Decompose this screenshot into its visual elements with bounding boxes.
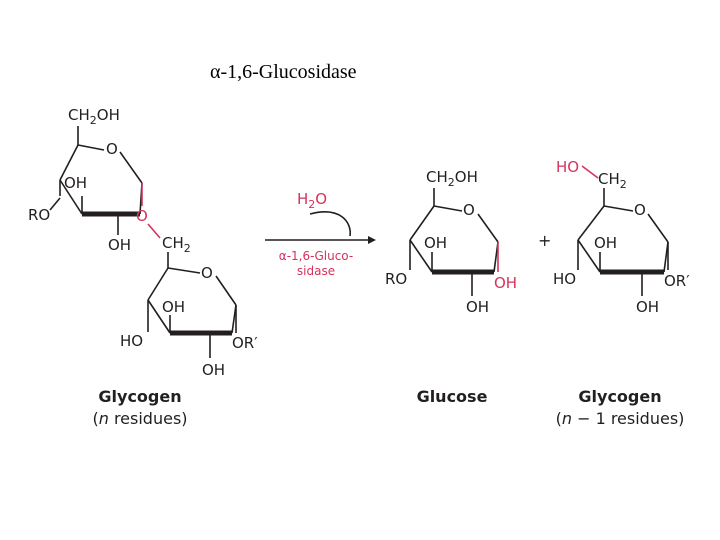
enzyme-label-line1: α-1,6-Gluco- xyxy=(279,249,353,263)
svg-text:O: O xyxy=(463,201,475,219)
title-text: -1,6-Glucosidase xyxy=(220,61,356,83)
water-reagent: H2O xyxy=(297,190,327,211)
released-ho: HO xyxy=(556,158,579,176)
svg-text:O: O xyxy=(136,207,148,225)
glycogen-left-label: Glycogen xyxy=(98,387,181,406)
glycogen-right-structure: HO CH2 O OH HO OR′ OH Glycogen (n − 1 re… xyxy=(553,158,690,428)
svg-text:CH2OH: CH2OH xyxy=(68,106,120,127)
svg-text:CH2: CH2 xyxy=(162,234,191,255)
svg-text:HO: HO xyxy=(553,270,576,288)
svg-text:CH2: CH2 xyxy=(598,170,627,191)
svg-text:CH2OH: CH2OH xyxy=(426,168,478,189)
glycogen-left-structure: CH2OH O OH RO OH O CH2 xyxy=(28,106,258,428)
page-title: α-1,6-Glucosidase xyxy=(210,61,357,83)
svg-text:OH: OH xyxy=(636,298,659,316)
plus-sign: + xyxy=(538,231,551,250)
svg-text:OH: OH xyxy=(594,234,617,252)
svg-text:OH: OH xyxy=(162,298,185,316)
glycogen-right-subtitle: (n − 1 residues) xyxy=(556,409,685,428)
glycogen-left-subtitle: (n residues) xyxy=(92,409,187,428)
title-alpha: α xyxy=(210,61,221,83)
glucose-structure: CH2OH O OH RO OH OH Glucose xyxy=(385,168,517,406)
svg-text:OR′: OR′ xyxy=(664,272,690,290)
svg-text:O: O xyxy=(634,201,646,219)
svg-text:OH: OH xyxy=(108,236,131,254)
svg-text:OH: OH xyxy=(64,174,87,192)
svg-text:HO: HO xyxy=(120,332,143,350)
svg-text:OR′: OR′ xyxy=(232,334,258,352)
svg-text:O: O xyxy=(106,140,118,158)
reaction-arrow: H2O α-1,6-Gluco- sidase xyxy=(265,190,376,278)
svg-text:RO: RO xyxy=(28,206,50,224)
svg-text:OH: OH xyxy=(424,234,447,252)
svg-text:OH: OH xyxy=(466,298,489,316)
upper-ring: CH2OH O OH RO OH O xyxy=(28,106,161,254)
svg-text:RO: RO xyxy=(385,270,407,288)
enzyme-label-line2: sidase xyxy=(297,264,335,278)
released-oh: OH xyxy=(494,274,517,292)
svg-text:O: O xyxy=(201,264,213,282)
lower-ring: CH2 O OH HO OR′ OH xyxy=(120,234,258,379)
glucose-label: Glucose xyxy=(417,387,488,406)
glycogen-right-label: Glycogen xyxy=(578,387,661,406)
svg-text:OH: OH xyxy=(202,361,225,379)
